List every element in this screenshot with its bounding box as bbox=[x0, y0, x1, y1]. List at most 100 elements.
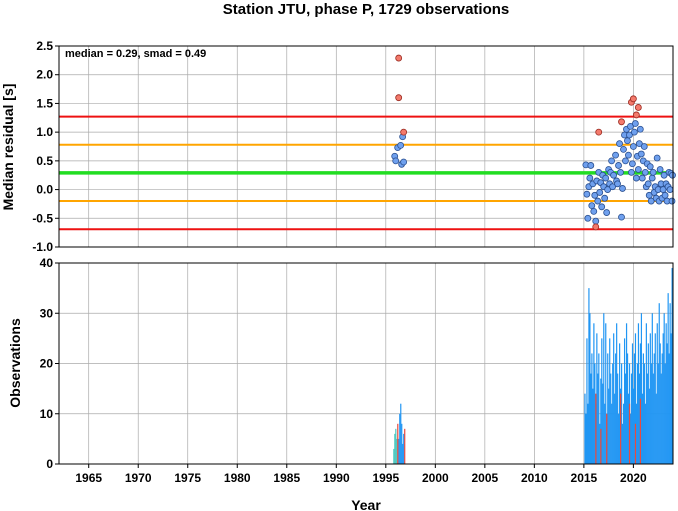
residual-plot-area bbox=[59, 46, 673, 247]
observation-bar bbox=[641, 393, 644, 464]
residual-point bbox=[656, 166, 664, 173]
observation-bar bbox=[607, 353, 609, 464]
outlier-point bbox=[592, 223, 600, 231]
chart-title: Station JTU, phase P, 1729 observations bbox=[223, 1, 510, 18]
residual-y-axis-label: Median residual [s] bbox=[0, 84, 16, 211]
observation-bar bbox=[400, 403, 402, 464]
residual-point bbox=[610, 171, 617, 179]
observation-bar bbox=[614, 393, 616, 464]
residual-point bbox=[608, 157, 615, 165]
x-tick-label: 1980 bbox=[224, 471, 251, 485]
observation-bar bbox=[613, 333, 615, 464]
residual-point bbox=[630, 128, 638, 136]
residual-point bbox=[629, 143, 637, 150]
y-tick-label: 0 bbox=[46, 457, 53, 471]
observation-bar bbox=[585, 413, 587, 464]
observation-bar bbox=[404, 428, 406, 464]
observation-bar bbox=[589, 313, 591, 464]
observation-bar bbox=[646, 373, 648, 464]
residual-point bbox=[628, 168, 635, 176]
residual-point bbox=[616, 140, 623, 148]
residual-point bbox=[618, 213, 625, 221]
y-tick-label: 30 bbox=[40, 306, 54, 320]
y-tick-label: 10 bbox=[40, 407, 54, 421]
observation-bar bbox=[632, 388, 635, 464]
residual-point bbox=[631, 120, 639, 127]
observation-bar bbox=[588, 288, 590, 464]
outlier-point bbox=[395, 94, 403, 102]
observation-bar bbox=[605, 323, 607, 464]
x-tick-label: 2000 bbox=[422, 471, 449, 485]
residual-point bbox=[592, 217, 600, 225]
y-tick-label: 1.5 bbox=[36, 96, 53, 110]
observation-bar bbox=[657, 363, 659, 464]
observation-bar bbox=[597, 373, 599, 464]
observation-bar bbox=[667, 293, 669, 464]
x-tick-label: 1970 bbox=[125, 471, 152, 485]
residual-point bbox=[590, 207, 598, 215]
y-tick-label: 20 bbox=[40, 357, 54, 371]
residual-point bbox=[392, 157, 400, 165]
observation-bar bbox=[600, 378, 602, 464]
residual-point bbox=[602, 174, 610, 182]
residual-reference-lines bbox=[59, 115, 673, 231]
observation-bar bbox=[403, 433, 405, 464]
observation-bar bbox=[637, 323, 640, 464]
observation-bar bbox=[590, 373, 592, 464]
residual-point bbox=[619, 185, 626, 192]
outlier-point bbox=[629, 95, 637, 103]
residual-point bbox=[635, 140, 643, 148]
residual-point bbox=[587, 162, 595, 169]
observation-bar bbox=[601, 338, 603, 464]
observation-bar bbox=[633, 353, 636, 464]
observation-bar bbox=[591, 353, 593, 464]
observation-bar bbox=[670, 333, 672, 464]
residual-point bbox=[583, 190, 591, 198]
residual-point bbox=[584, 214, 592, 222]
observation-bar bbox=[654, 333, 656, 464]
x-tick-label: 1975 bbox=[174, 471, 201, 485]
residual-point bbox=[626, 131, 633, 139]
observation-bar bbox=[612, 363, 614, 464]
observation-bar bbox=[635, 403, 638, 464]
observation-bar bbox=[609, 338, 611, 464]
y-tick-label: 2.5 bbox=[36, 39, 53, 53]
observation-bar bbox=[651, 313, 653, 464]
residual-point bbox=[638, 174, 646, 182]
residual-point bbox=[640, 143, 648, 150]
observation-bar bbox=[395, 428, 397, 464]
observation-bar bbox=[398, 438, 400, 464]
observation-bar bbox=[599, 423, 601, 464]
residual-point bbox=[586, 174, 594, 182]
outlier-point bbox=[400, 128, 408, 136]
residual-point bbox=[617, 168, 624, 176]
observation-bar bbox=[640, 313, 643, 464]
observation-bar bbox=[634, 333, 637, 464]
outlier-point bbox=[632, 111, 640, 119]
observation-bar bbox=[596, 333, 598, 464]
outlier-point bbox=[618, 118, 625, 126]
observation-bar bbox=[666, 343, 668, 464]
observation-bar bbox=[587, 403, 589, 464]
outlier-point bbox=[634, 104, 642, 111]
observation-bar bbox=[397, 423, 399, 464]
residual-point bbox=[603, 209, 611, 216]
observation-bar bbox=[401, 423, 403, 464]
outlier-point bbox=[395, 54, 403, 62]
residual-point bbox=[641, 168, 649, 176]
residual-point bbox=[614, 180, 621, 188]
observation-bar bbox=[643, 363, 645, 464]
x-tick-label: 2010 bbox=[521, 471, 548, 485]
residual-y-ticks: -1.0-0.50.00.51.01.52.02.5 bbox=[32, 39, 59, 254]
observation-bar bbox=[629, 413, 632, 464]
residual-point bbox=[622, 157, 629, 165]
residual-point bbox=[397, 141, 405, 149]
observation-bar bbox=[630, 373, 633, 464]
observation-bar bbox=[649, 333, 651, 464]
observation-bar bbox=[669, 303, 671, 464]
residual-point bbox=[637, 150, 645, 158]
observation-bar bbox=[595, 393, 597, 464]
